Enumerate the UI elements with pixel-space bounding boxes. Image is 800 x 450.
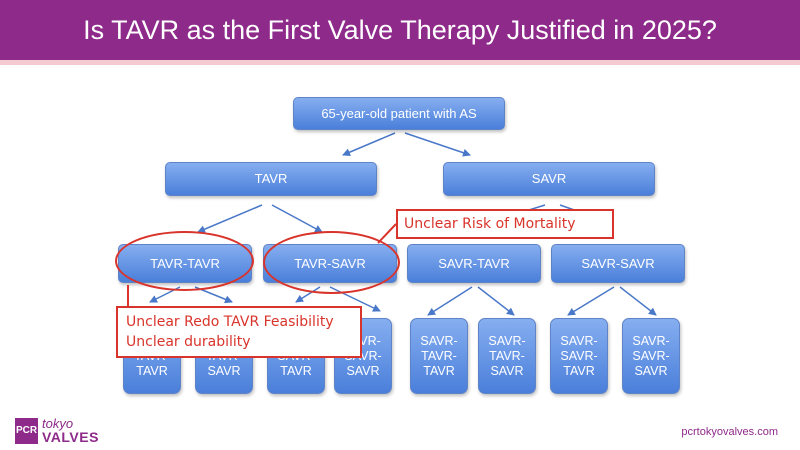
mortality-connector (377, 223, 397, 244)
arrow-st-stt (427, 286, 473, 316)
callout-redo: Unclear Redo TAVR Feasibility Unclear du… (116, 306, 362, 358)
title-bar-stripe (0, 60, 800, 65)
arrow-root-tavr (342, 132, 396, 156)
node-tavr: TAVR (165, 162, 377, 196)
leaf-label: SAVR- SAVR- TAVR (560, 333, 598, 378)
callout-mortality: Unclear Risk of Mortality (396, 209, 614, 239)
node-savr-savr-savr: SAVR- SAVR- SAVR (622, 318, 680, 394)
arrow-ss-sst (567, 286, 615, 316)
arrow-tavr-tavrtavr (197, 204, 263, 233)
leaf-label: SAVR- SAVR- SAVR (632, 333, 670, 378)
node-root: 65-year-old patient with AS (293, 97, 505, 130)
leaf-label: SAVR- TAVR- SAVR (488, 333, 526, 378)
logo-pcr-mark: PCR (15, 418, 38, 444)
node-savr-label: SAVR (531, 171, 567, 187)
leaf-label: SAVR- TAVR- TAVR (420, 333, 458, 378)
title-bar (0, 0, 800, 60)
highlight-ellipse-tavr-tavr (115, 231, 254, 291)
node-savr-tavr-tavr: SAVR- TAVR- TAVR (410, 318, 468, 394)
node-tavr-label: TAVR (254, 171, 288, 187)
node-savr: SAVR (443, 162, 655, 196)
logo-tokyo-text: tokyo (42, 416, 74, 431)
callout-redo-line2: Unclear durability (126, 334, 251, 350)
node-savr-savr: SAVR-SAVR (551, 244, 685, 283)
arrow-ss-sss (619, 286, 657, 316)
logo-valves-text: VALVES (42, 429, 99, 445)
node-savr-savr-label: SAVR-SAVR (581, 255, 655, 271)
website-link[interactable]: pcrtokyovalves.com (681, 426, 778, 438)
highlight-ellipse-tavr-savr (263, 231, 400, 294)
arrow-tavr-tavrsavr (271, 204, 323, 233)
node-root-label: 65-year-old patient with AS (321, 105, 477, 121)
slide-title: Is TAVR as the First Valve Therapy Justi… (83, 15, 717, 45)
callout-redo-line1: Unclear Redo TAVR Feasibility (126, 314, 334, 330)
node-savr-tavr-label: SAVR-TAVR (438, 255, 510, 271)
node-savr-savr-tavr: SAVR- SAVR- TAVR (550, 318, 608, 394)
arrow-root-savr (404, 132, 471, 157)
arrow-st-sts (477, 286, 515, 316)
node-savr-tavr-savr: SAVR- TAVR- SAVR (478, 318, 536, 394)
node-savr-tavr: SAVR-TAVR (407, 244, 541, 283)
